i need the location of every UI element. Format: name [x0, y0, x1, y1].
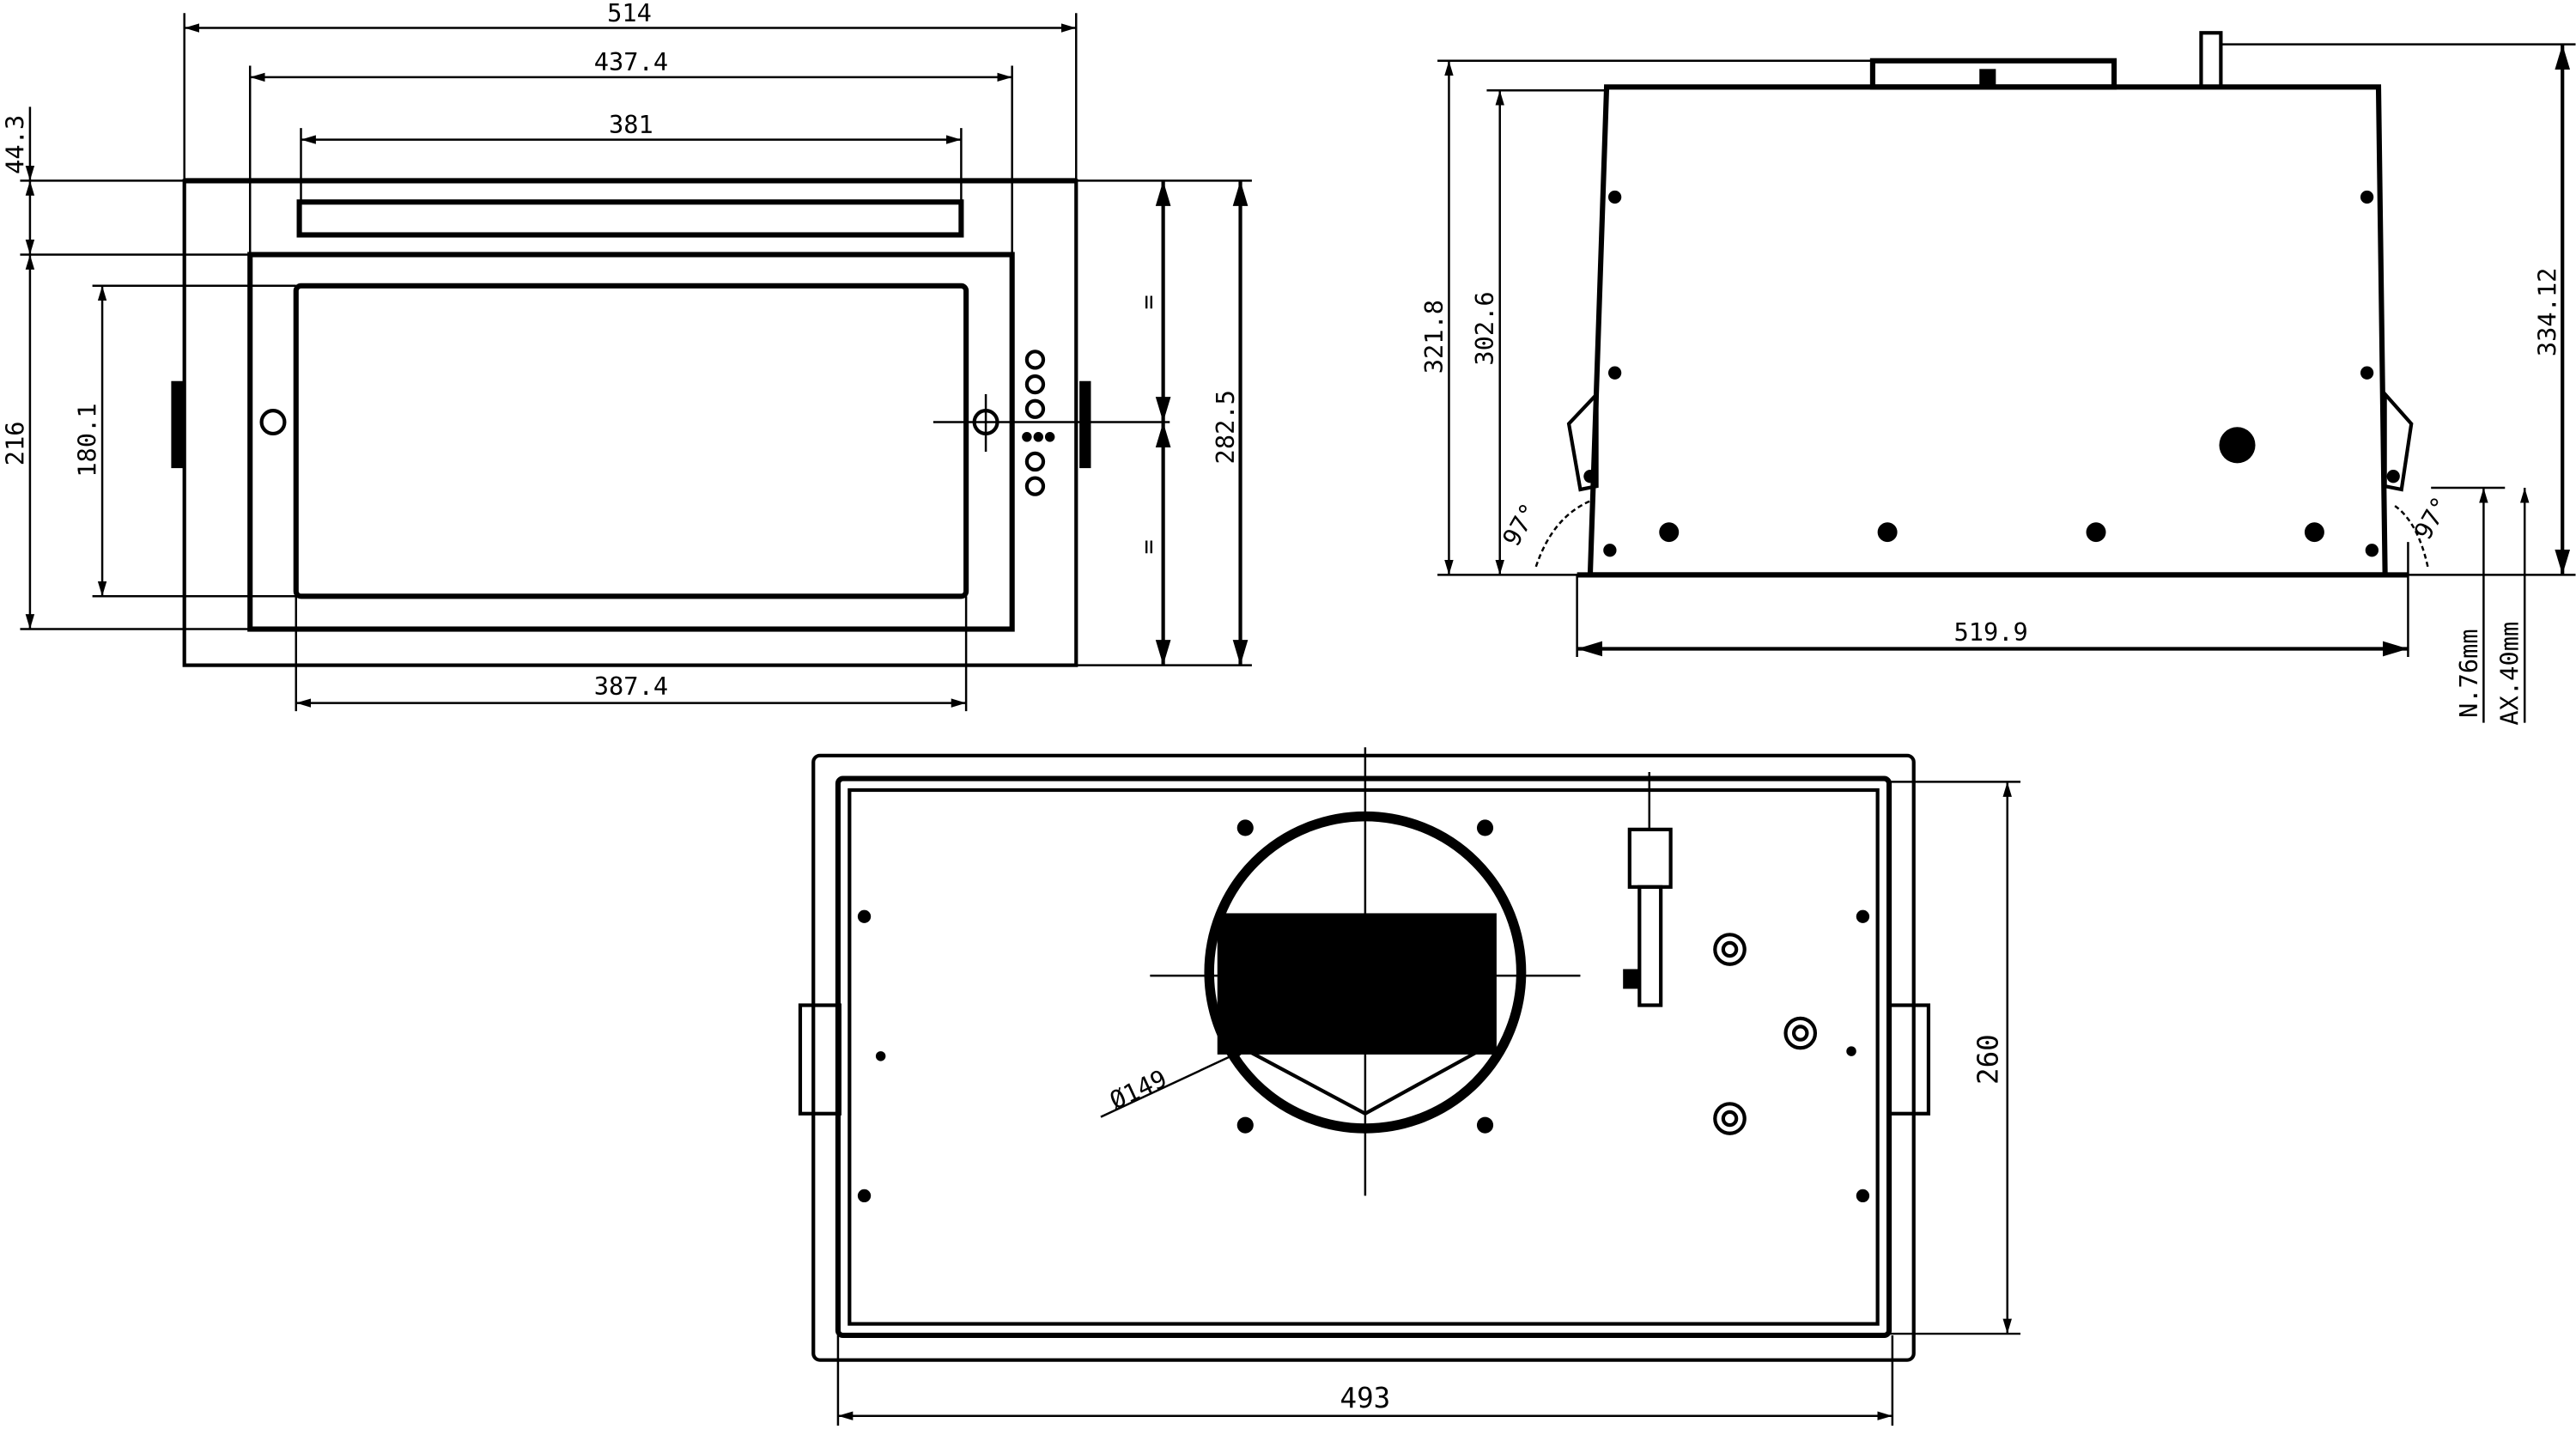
dim-width-slot: 381 [609, 110, 653, 139]
front-view: 514 437.4 381 44.3 216 180.1 387.4 = = 2… [0, 0, 1252, 712]
min-distance-label: N.76mm [2454, 629, 2483, 718]
side-view: 321.8 302.6 334.12 519.9 N.76mm AX.40mm … [1419, 31, 2576, 726]
dim-width: 519.9 [1953, 617, 2027, 647]
control-buttons [1022, 350, 1055, 496]
max-distance-label: AX.40mm [2495, 622, 2524, 726]
dim-height-b: 302.6 [1470, 291, 1499, 365]
angle-right-label: 97° [2408, 491, 2455, 544]
dim-duct-diameter: Ø149 [1105, 1064, 1171, 1116]
dim-height-a: 321.8 [1419, 300, 1449, 374]
dim-height-top: 44.3 [0, 115, 29, 174]
dim-height-panel: 216 [0, 422, 29, 466]
equal-mark: = [1133, 539, 1163, 554]
cable-connector [1623, 771, 1673, 1007]
dim-height-c: 334.12 [2533, 268, 2562, 357]
dim-height-glass: 180.1 [72, 403, 101, 477]
dim-width: 493 [1340, 1382, 1391, 1414]
light-icon [259, 409, 287, 436]
left-side-tab [171, 380, 185, 469]
dim-height-total: 282.5 [1211, 390, 1240, 464]
dim-width-inner: 437.4 [594, 47, 668, 76]
right-side-tab [1079, 380, 1091, 469]
bottom-view: Ø149 260 493 [798, 747, 2021, 1426]
dim-height: 260 [1971, 1034, 2004, 1085]
plug-icon [2199, 31, 2223, 89]
dim-width-glass: 387.4 [594, 672, 668, 701]
dim-width-total: 514 [607, 0, 652, 27]
angle-left-label: 97° [1497, 498, 1544, 551]
equal-mark: = [1133, 295, 1163, 309]
duct-outlet [1150, 747, 1581, 1196]
